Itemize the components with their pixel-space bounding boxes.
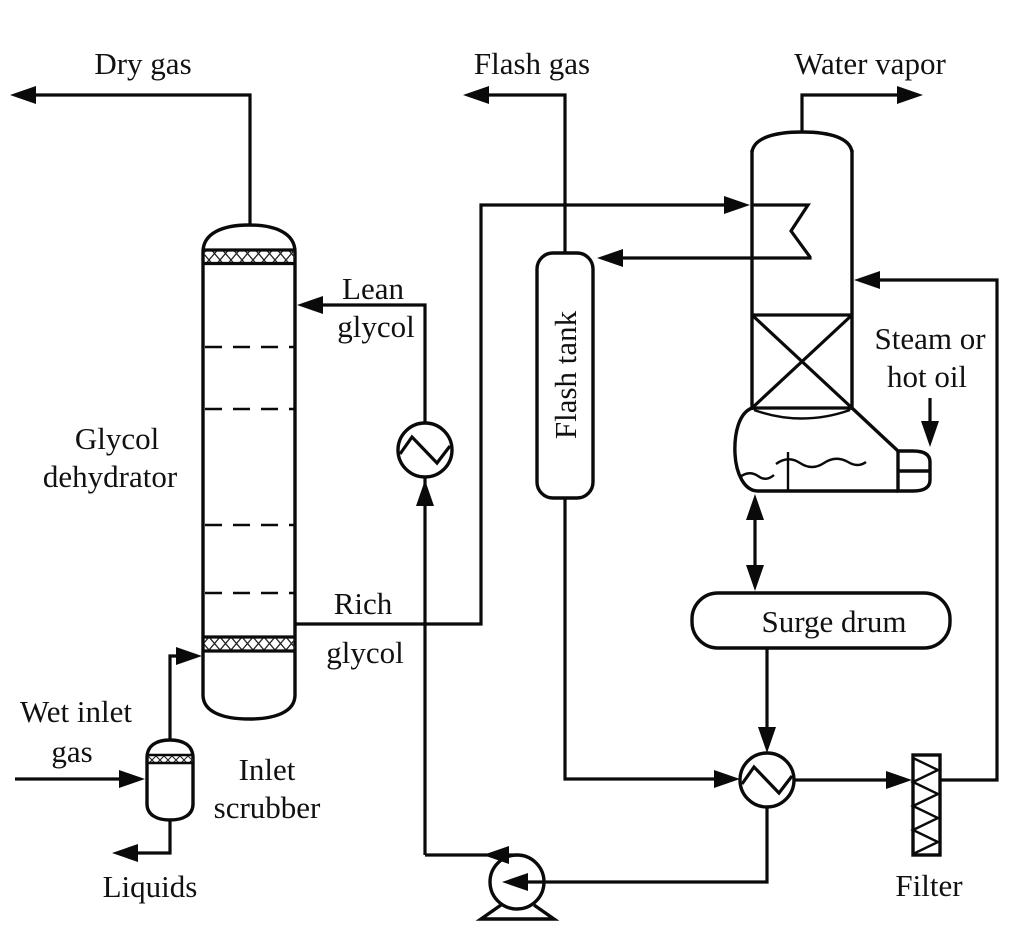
hx2-inlet-arrow (714, 770, 740, 788)
pump-suction-line (510, 807, 769, 884)
steam-arrow (921, 421, 939, 447)
flash-tank-bottom-line (563, 498, 740, 788)
lean-riser-arrow (416, 480, 434, 506)
still-dome (750, 130, 854, 153)
liquids-arrow (112, 844, 138, 862)
scrubber-demister (148, 755, 193, 763)
glycol-pump (425, 807, 769, 921)
still-reflux-coil (621, 203, 812, 260)
reboiler (733, 398, 939, 493)
liquid-level-wave (739, 457, 867, 480)
flash-tank-label: Flash tank (548, 310, 583, 439)
glycol-dehydrator-label-line2: dehydrator (43, 459, 178, 494)
lean-glycol-arrow (297, 296, 323, 314)
liquids-label: Liquids (103, 869, 198, 904)
reboiler-surge-connection (746, 494, 764, 591)
dry-gas-line (10, 86, 252, 225)
scrubber-shell (145, 738, 195, 822)
dry-gas-arrow (10, 86, 36, 104)
filter-unit (910, 753, 942, 857)
still-dish (753, 408, 851, 420)
steam-hot-oil-label-line2: hot oil (887, 359, 967, 394)
inlet-scrubber-label-line2: scrubber (214, 790, 321, 825)
surge-to-hx2-line (758, 648, 776, 753)
still-return-arrow (854, 271, 880, 289)
lean-rich-exchanger (738, 751, 796, 809)
water-vapor-line (800, 93, 899, 132)
pump-base (475, 903, 560, 921)
flash-gas-arrow (463, 86, 489, 104)
filter-inlet-arrow (886, 771, 912, 789)
scrubber-to-absorber-line (168, 647, 202, 740)
firetube-cap (896, 449, 932, 493)
still-column (597, 86, 923, 420)
wet-inlet-gas-line (15, 770, 145, 788)
glycol-dehydrator-vessel (201, 223, 297, 721)
dry-gas-label: Dry gas (94, 46, 191, 81)
inlet-scrubber-label-line1: Inlet (239, 752, 296, 787)
reboiler-shell (733, 406, 898, 493)
rich-glycol-label-line2: glycol (326, 635, 404, 670)
lean-glycol-line (297, 296, 434, 855)
pump-suction-arrow (502, 873, 528, 891)
rich-glycol-line (295, 196, 750, 626)
lean-glycol-label-line1: Lean (342, 271, 404, 306)
inlet-scrubber-vessel (145, 738, 195, 822)
water-vapor-label: Water vapor (794, 46, 946, 81)
still-packing (750, 313, 854, 410)
pump-discharge-arrow (483, 846, 509, 864)
hx2-to-filter-line (794, 771, 912, 789)
steam-hot-oil-label-line1: Steam or (874, 321, 986, 356)
wet-inlet-gas-label-line1: Wet inlet (20, 694, 132, 729)
equipment-labels: Glycol dehydrator Inlet scrubber Filter (43, 421, 963, 903)
filter-to-still-line (854, 271, 999, 782)
surge-drum-shell (690, 591, 952, 650)
water-vapor-arrow (897, 86, 923, 104)
hx2-top-arrow (758, 727, 776, 753)
stream-labels: Dry gas Flash gas Water vapor Lean glyco… (20, 46, 986, 904)
flash-gas-line (463, 86, 567, 253)
absorber-bottom-demister (204, 638, 295, 650)
filter-element (910, 756, 941, 856)
liquids-line (112, 820, 172, 862)
wet-inlet-arrow (119, 770, 145, 788)
heat-exchanger-2-coil (740, 764, 794, 796)
flash-gas-label: Flash gas (474, 46, 590, 81)
absorber-top-demister (204, 250, 295, 263)
filter-label: Filter (895, 868, 963, 903)
lean-glycol-label-line2: glycol (337, 309, 415, 344)
absorber-feed-arrow (176, 647, 202, 665)
glycol-cooler-exchanger (396, 421, 454, 479)
heat-exchanger-1-coil (398, 434, 452, 466)
surge-drum-label: Surge drum (762, 604, 907, 639)
reboiler-firetube-diagonal (850, 406, 900, 453)
glycol-dehydrator-label-line1: Glycol (75, 421, 159, 456)
rich-glycol-label-line1: Rich (334, 586, 393, 621)
to-flash-tank-arrow (597, 249, 623, 267)
surge-drum-vessel: Surge drum (690, 591, 952, 650)
still-feed-arrow (724, 196, 750, 214)
wet-inlet-gas-label-line2: gas (51, 734, 92, 769)
flash-tank-vessel: Flash tank (535, 251, 595, 500)
